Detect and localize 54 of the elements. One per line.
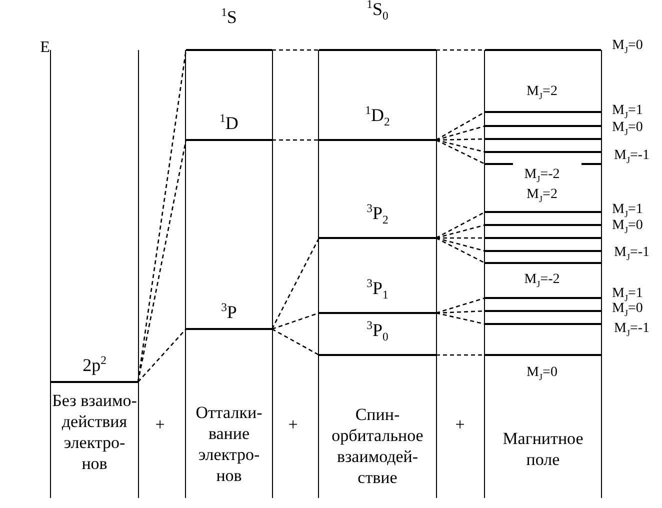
dashed-connector — [436, 354, 485, 356]
dashed-connector — [436, 139, 486, 153]
dashed-connector — [436, 111, 486, 141]
quantum-number-label: M$_{J}$=1 — [612, 286, 643, 303]
column-caption: Отталки- вание электро- нов — [194, 402, 264, 486]
term-symbol: $^{3}$P$_{2}$ — [366, 201, 390, 229]
dashed-connector — [436, 139, 486, 165]
dashed-connector — [436, 237, 486, 252]
quantum-number-label: M$_{J}$=0 — [612, 38, 643, 57]
energy-axis-label: E — [40, 40, 50, 56]
dashed-connector — [138, 328, 186, 382]
dashed-connector — [436, 237, 485, 239]
term-symbol: 2p$^{2}$ — [82, 353, 108, 375]
column-caption: Магнитное поле — [502, 428, 584, 470]
dashed-connector — [272, 139, 319, 141]
dashed-connector — [436, 49, 485, 51]
dashed-connector — [271, 238, 320, 330]
quantum-number-label: M$_{J}$=0 — [526, 365, 558, 384]
dashed-connector — [137, 50, 187, 382]
quantum-number-label: M$_{J}$=-1 — [614, 148, 650, 167]
dashed-connector — [137, 140, 187, 382]
term-symbol: $^{1}$D$_{2}$ — [364, 103, 391, 131]
term-symbol: $^{3}$P — [220, 300, 238, 322]
quantum-number-label: M$_{J}$=2 — [526, 187, 558, 206]
plus-sign: + — [455, 417, 465, 433]
quantum-number-label: M$_{J}$=-2 — [524, 272, 560, 291]
quantum-number-label: M$_{J}$=-2 — [524, 167, 560, 186]
term-symbol: $^{3}$P$_{1}$ — [366, 276, 390, 304]
dashed-connector — [436, 211, 486, 239]
dashed-connector — [436, 312, 486, 325]
quantum-number-label: M$_{J}$=0 — [612, 120, 643, 139]
stage-column — [484, 50, 602, 498]
dashed-connector — [436, 237, 486, 264]
quantum-number-label: M$_{J}$=-1 — [614, 321, 650, 340]
dashed-connector — [436, 125, 486, 141]
dashed-connector — [272, 328, 320, 356]
quantum-number-label: M$_{J}$=0 — [612, 218, 643, 237]
dashed-connector — [272, 49, 319, 51]
plus-sign: + — [155, 417, 165, 433]
plus-sign: + — [288, 417, 298, 433]
stage-column — [50, 50, 139, 498]
dashed-connector — [436, 224, 486, 239]
term-symbol: $^{3}$P$_{0}$ — [366, 318, 390, 346]
term-symbol: $^{1}$D — [218, 111, 240, 133]
column-caption: Без взаимо- действия электро- нов — [51, 390, 138, 474]
column-caption: Спин- орбитальное взаимодей- ствие — [330, 404, 424, 488]
term-symbol: $^{1}$S$_{0}$ — [366, 0, 390, 25]
quantum-number-label: M$_{J}$=-1 — [614, 245, 650, 264]
quantum-number-label: M$_{J}$=2 — [526, 84, 558, 103]
quantum-number-label: M$_{J}$=1 — [612, 202, 643, 220]
quantum-number-label: M$_{J}$=1 — [612, 103, 643, 122]
term-symbol: $^{1}$S — [220, 5, 238, 27]
quantum-number-label: M$_{J}$=0 — [612, 301, 643, 320]
dashed-connector — [436, 297, 486, 314]
